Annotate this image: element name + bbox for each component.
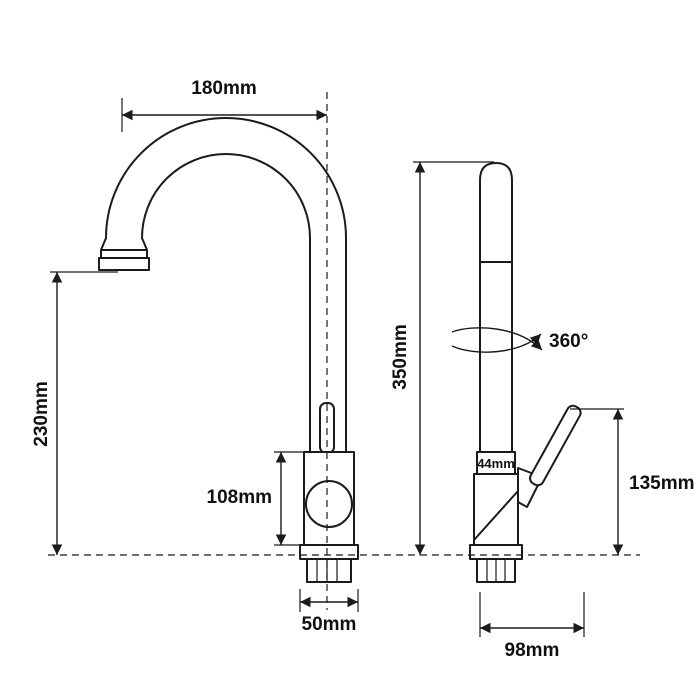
spout-aerator	[98, 257, 150, 271]
dim-label-44: 44mm	[477, 456, 515, 471]
dim-label-135: 135mm	[629, 473, 695, 494]
dimension-base-width-front: 50mm	[299, 589, 359, 635]
front-view-faucet	[98, 117, 359, 583]
front-base-nut	[306, 558, 352, 583]
dim-label-230: 230mm	[31, 381, 52, 447]
dim-label-50: 50mm	[302, 614, 357, 635]
dim-label-108: 108mm	[207, 487, 273, 508]
front-base-flange	[299, 544, 359, 560]
dimension-spout-reach: 180mm	[121, 78, 327, 132]
dimension-handle-height: 135mm	[570, 408, 695, 555]
spout-tip	[100, 237, 148, 259]
dimension-side-depth: 98mm	[479, 592, 585, 661]
dimension-body-section-height: 108mm	[207, 451, 304, 546]
dimension-spout-height: 230mm	[31, 271, 118, 555]
side-body	[473, 473, 519, 546]
swivel-label-360: 360°	[549, 331, 588, 352]
side-view-faucet	[451, 162, 582, 583]
side-base-thread-hatch	[486, 559, 506, 582]
dim-label-98: 98mm	[505, 640, 560, 661]
side-handle-lever	[529, 404, 582, 487]
dim-label-350: 350mm	[390, 324, 411, 390]
dim-label-180: 180mm	[191, 78, 257, 99]
dimension-overall-height: 350mm	[390, 161, 494, 555]
swivel-swirl	[451, 327, 543, 353]
side-body-diagonal	[473, 490, 519, 541]
front-body-ball	[305, 480, 353, 528]
side-base-flange	[469, 544, 523, 560]
spout-inner-curve	[141, 153, 311, 453]
side-cylinder	[479, 162, 513, 453]
